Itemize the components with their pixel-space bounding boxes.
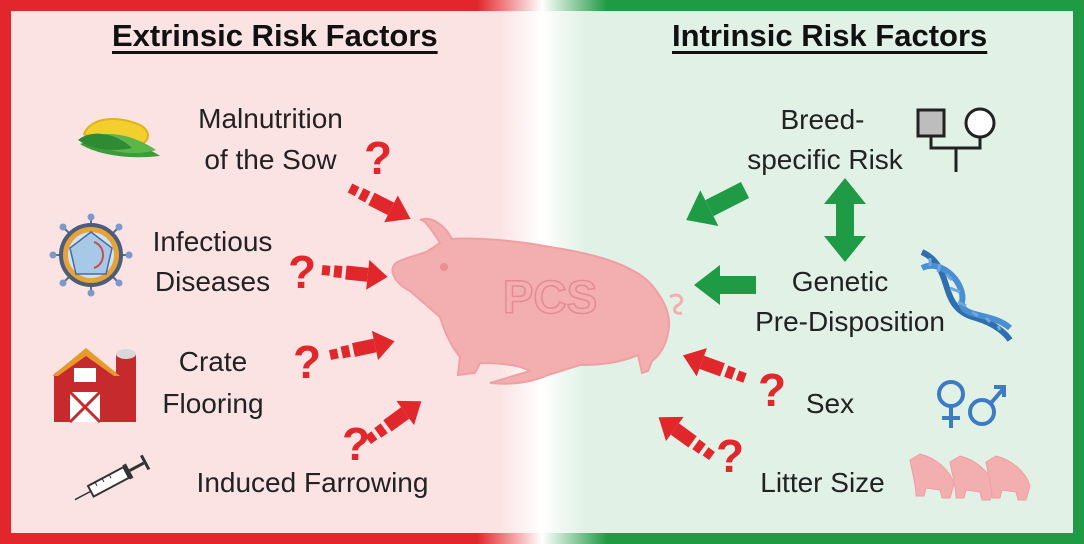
factor-infectious-line2: Diseases xyxy=(154,266,271,297)
pig-icon: PCS xyxy=(391,217,684,385)
factor-crate-line2: Flooring xyxy=(162,388,264,419)
question-mark: ? xyxy=(758,364,787,416)
factor-malnutrition-line1: Malnutrition xyxy=(198,103,343,134)
factor-litter-size: Litter Size xyxy=(760,467,885,498)
virus-icon xyxy=(49,213,133,297)
gender-symbols-icon xyxy=(937,380,1006,428)
question-mark: ? xyxy=(364,132,393,184)
pedigree-icon xyxy=(916,107,996,172)
factor-sex: Sex xyxy=(805,388,855,419)
barn-icon xyxy=(52,348,136,424)
intrinsic-title: Intrinsic Risk Factors xyxy=(672,18,988,53)
red-arrows xyxy=(321,183,747,461)
factor-infectious-line1: Infectious xyxy=(152,226,273,257)
factor-breed-line1: Breed- xyxy=(780,104,865,135)
question-mark: ? xyxy=(716,430,745,482)
syringe-icon xyxy=(74,454,151,501)
question-mark: ? xyxy=(293,336,322,388)
factor-genetic-line1: Genetic xyxy=(791,266,889,297)
question-mark: ? xyxy=(288,246,317,298)
factor-malnutrition-line2: of the Sow xyxy=(204,144,337,175)
factor-induced-farrowing: Induced Farrowing xyxy=(196,467,429,498)
piglets-icon xyxy=(909,453,1031,501)
question-mark: ? xyxy=(342,418,371,470)
dna-icon xyxy=(920,249,1013,342)
extrinsic-title: Extrinsic Risk Factors xyxy=(112,18,438,53)
factor-crate-line1: Crate xyxy=(178,346,248,377)
green-arrows xyxy=(686,178,866,305)
corn-icon xyxy=(78,118,160,158)
pcs-label: PCS xyxy=(503,271,598,323)
factor-genetic-line2: Pre-Disposition xyxy=(755,306,945,337)
factor-breed-line2: specific Risk xyxy=(747,144,903,175)
